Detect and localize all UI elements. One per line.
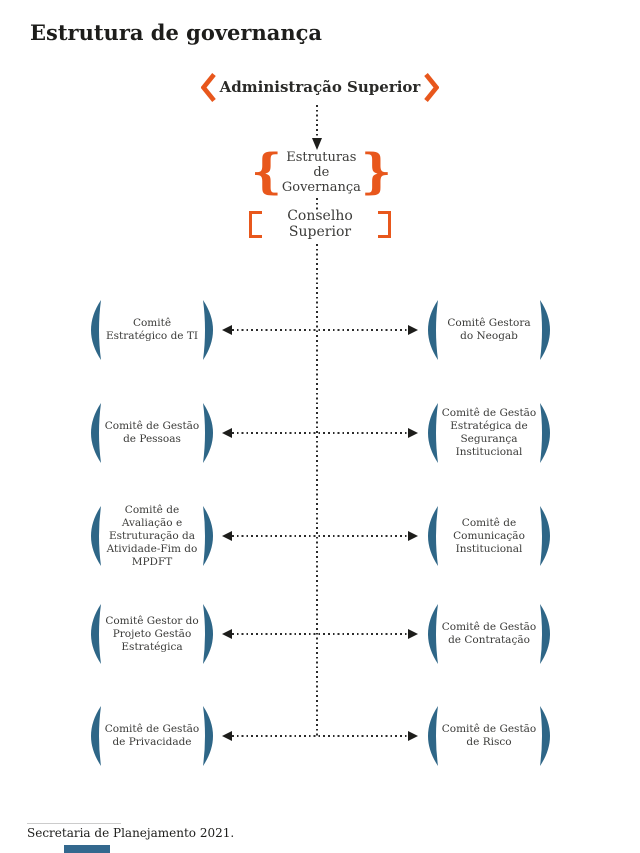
paren-left-icon	[428, 403, 438, 463]
chevron-right-icon	[424, 72, 439, 102]
arrowhead-right-icon	[408, 531, 418, 541]
arrowhead-right-icon	[408, 428, 418, 438]
paren-left-icon	[428, 300, 438, 360]
node-administracao-superior: Administração Superior	[201, 71, 439, 103]
brace-right-icon: }	[360, 144, 392, 200]
footer-divider	[27, 823, 121, 824]
committee-label: Comitê Estratégico de TI	[105, 317, 199, 342]
paren-right-icon	[540, 506, 550, 566]
committee-card: Comitê de Gestão de Privacidade	[87, 701, 217, 771]
paren-left-icon	[91, 604, 101, 664]
arrowhead-left-icon	[222, 428, 232, 438]
committee-card: Comitê de Comunicação Institucional	[424, 501, 554, 571]
committee-label: Comitê Gestor do Projeto Gestão Estratég…	[105, 614, 199, 653]
committee-card: Comitê de Gestão Estratégica de Seguranç…	[424, 398, 554, 468]
arrowhead-left-icon	[222, 531, 232, 541]
paren-left-icon	[428, 506, 438, 566]
committee-label: Comitê Gestora do Neogab	[447, 317, 531, 342]
committee-card: Comitê de Gestão de Contratação	[424, 599, 554, 669]
double-arrow-connector	[222, 628, 418, 640]
node-estruturas-de-governanca: { Estruturas de Governança }	[251, 144, 392, 200]
paren-left-icon	[428, 706, 438, 766]
paren-left-icon	[91, 403, 101, 463]
double-arrow-connector	[222, 530, 418, 542]
paren-right-icon	[203, 300, 213, 360]
paren-right-icon	[203, 506, 213, 566]
page-title: Estrutura de governança	[30, 20, 323, 45]
paren-right-icon	[203, 604, 213, 664]
arrowhead-left-icon	[222, 325, 232, 335]
committee-card: Comitê de Avaliação e Estruturação da At…	[87, 501, 217, 571]
square-bracket-right-icon	[378, 210, 391, 238]
arrowhead-left-icon	[222, 629, 232, 639]
committee-label: Comitê de Gestão de Privacidade	[104, 723, 200, 748]
node-label: Estruturas de Governança	[281, 149, 361, 195]
dotted-connector	[316, 105, 318, 138]
double-arrow-connector	[222, 427, 418, 439]
node-label: Conselho Superior	[287, 208, 353, 240]
arrowhead-right-icon	[408, 629, 418, 639]
paren-right-icon	[540, 403, 550, 463]
source-note: Secretaria de Planejamento 2021.	[27, 826, 235, 840]
double-arrow-connector	[222, 324, 418, 336]
committee-card: Comitê de Gestão de Pessoas	[87, 398, 217, 468]
committee-card: Comitê de Gestão de Risco	[424, 701, 554, 771]
committee-label: Comitê de Gestão Estratégica de Seguranç…	[441, 407, 537, 458]
chevron-left-icon	[201, 72, 216, 102]
committee-card: Comitê Gestor do Projeto Gestão Estratég…	[87, 599, 217, 669]
page-marker	[64, 845, 110, 853]
committee-card: Comitê Estratégico de TI	[87, 295, 217, 365]
arrowhead-right-icon	[408, 325, 418, 335]
paren-left-icon	[428, 604, 438, 664]
arrowhead-left-icon	[222, 731, 232, 741]
arrowhead-right-icon	[408, 731, 418, 741]
paren-right-icon	[540, 604, 550, 664]
central-dotted-spine	[316, 244, 318, 737]
square-bracket-left-icon	[249, 210, 262, 238]
paren-left-icon	[91, 300, 101, 360]
committee-label: Comitê de Gestão de Risco	[441, 723, 537, 748]
paren-left-icon	[91, 706, 101, 766]
brace-left-icon: {	[251, 144, 282, 200]
node-conselho-superior: Conselho Superior	[249, 208, 391, 240]
double-arrow-connector	[222, 730, 418, 742]
arrowhead-down-icon	[312, 138, 322, 150]
committee-card: Comitê Gestora do Neogab	[424, 295, 554, 365]
dotted-connector	[316, 198, 318, 211]
committee-label: Comitê de Gestão de Pessoas	[104, 420, 200, 445]
paren-right-icon	[203, 403, 213, 463]
paren-right-icon	[540, 300, 550, 360]
committee-label: Comitê de Comunicação Institucional	[453, 516, 525, 555]
paren-right-icon	[203, 706, 213, 766]
paren-right-icon	[540, 706, 550, 766]
committee-label: Comitê de Avaliação e Estruturação da At…	[106, 503, 198, 568]
committee-label: Comitê de Gestão de Contratação	[441, 621, 537, 646]
paren-left-icon	[91, 506, 101, 566]
node-label: Administração Superior	[219, 78, 421, 96]
